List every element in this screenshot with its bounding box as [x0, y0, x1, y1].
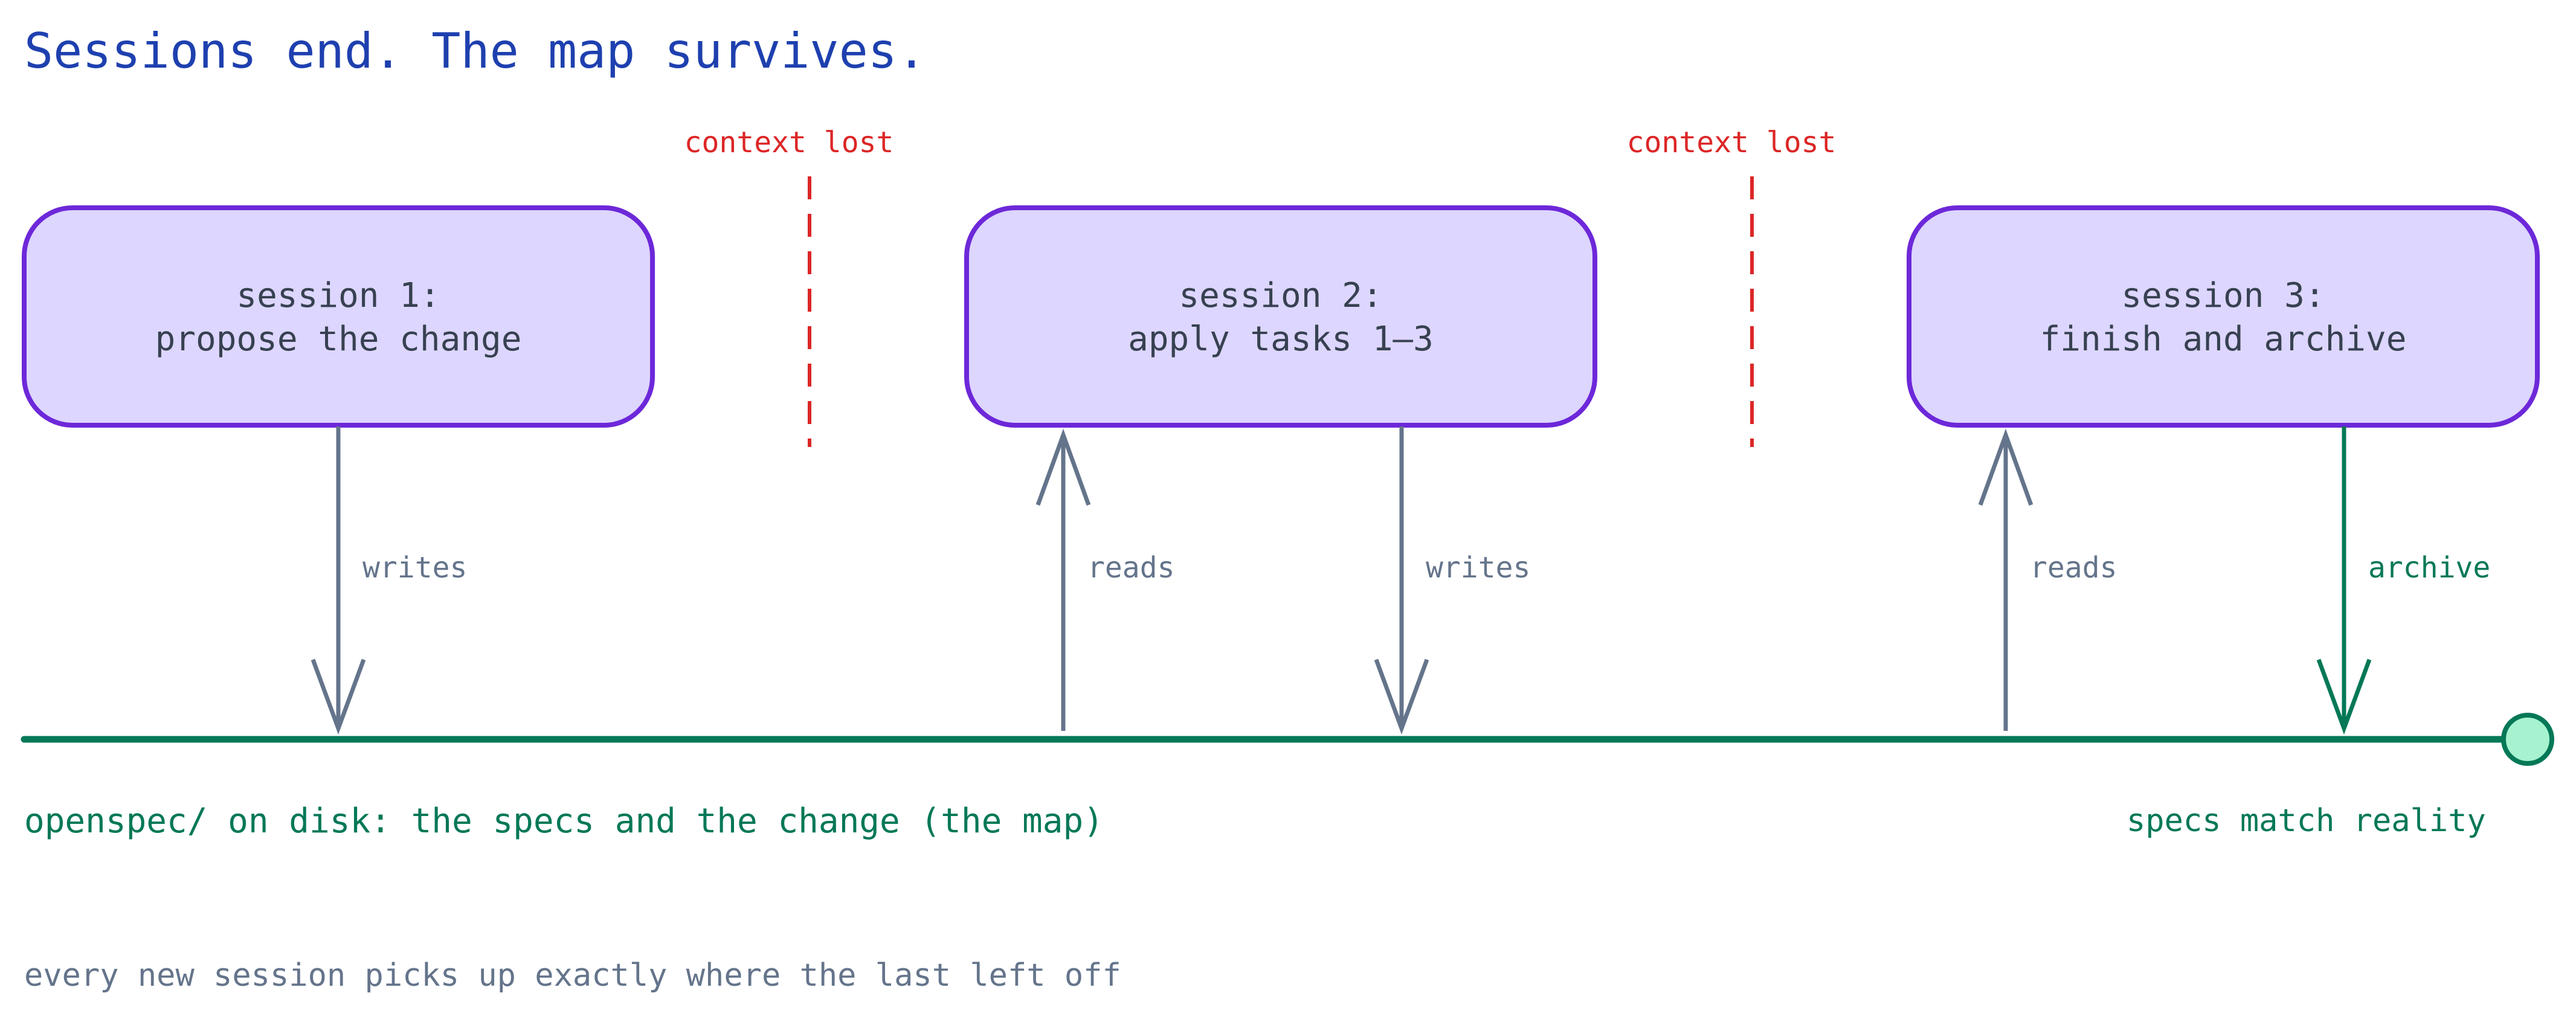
session-title: session 3: — [2121, 276, 2325, 315]
session-title: session 1: — [236, 276, 440, 315]
context-lost-marker-2: context lost — [1627, 126, 1837, 447]
session-box-2: session 2: apply tasks 1–3 — [964, 205, 1597, 428]
context-lost-label: context lost — [684, 126, 894, 159]
writes-arrow-session-1: writes — [311, 426, 467, 735]
session-description: apply tasks 1–3 — [1128, 320, 1434, 359]
disk-label: openspec/ on disk: the specs and the cha… — [24, 802, 1104, 841]
context-lost-marker-1: context lost — [684, 126, 894, 447]
arrow-label: archive — [2368, 551, 2490, 585]
arrow-down-head — [2316, 658, 2372, 735]
session-description: finish and archive — [2040, 320, 2407, 359]
session-box-shape — [22, 205, 655, 428]
context-lost-label: context lost — [1627, 126, 1837, 159]
arrow-label: writes — [362, 551, 467, 585]
reads-arrow-session-3: reads — [1978, 428, 2117, 731]
session-title: session 2: — [1179, 276, 1382, 315]
diagram-title: Sessions end. The map survives. — [24, 23, 926, 79]
specs-match-reality-label: specs match reality — [2127, 803, 2486, 839]
arrow-down-head — [1374, 658, 1429, 735]
arrow-label: reads — [1087, 551, 1175, 585]
arrow-label: reads — [2030, 551, 2117, 585]
session-box-1: session 1: propose the change — [22, 205, 655, 428]
writes-arrow-session-2: writes — [1374, 426, 1530, 735]
arrow-up-head — [1035, 428, 1091, 506]
arrow-label: writes — [1426, 551, 1530, 585]
timeline-end-dot — [2501, 713, 2554, 766]
session-description: propose the change — [155, 320, 522, 359]
session-box-shape — [964, 205, 1597, 428]
arrow-up-head — [1978, 428, 2033, 506]
reads-arrow-session-2: reads — [1035, 428, 1175, 731]
session-box-3: session 3: finish and archive — [1907, 205, 2540, 428]
arrow-down-head — [311, 658, 366, 735]
footer-note: every new session picks up exactly where… — [24, 957, 1121, 994]
session-box-shape — [1907, 205, 2540, 428]
archive-arrow-session-3: archive — [2316, 426, 2490, 735]
